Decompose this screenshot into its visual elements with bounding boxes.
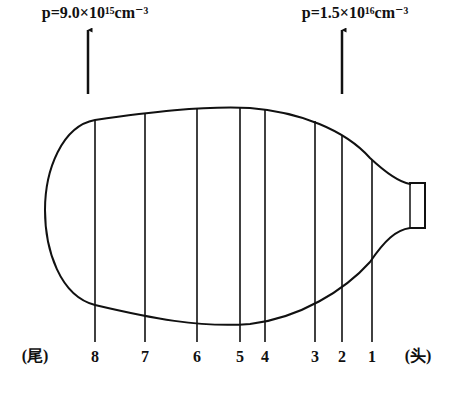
pointer-arrow xyxy=(87,30,90,94)
callout-number: 3 xyxy=(311,348,319,366)
section-lines xyxy=(95,108,372,342)
ingot-outline xyxy=(45,108,425,325)
callout-number: 4 xyxy=(261,348,269,366)
callout-number: 1 xyxy=(368,348,376,366)
end-label: (尾) xyxy=(22,347,49,365)
section-line xyxy=(144,113,146,342)
callout-number: 6 xyxy=(193,348,201,366)
callout-number: 5 xyxy=(236,348,244,366)
section-line xyxy=(264,109,266,342)
section-line xyxy=(341,135,343,342)
concentration-label: p=1.5×10¹⁶cm⁻³ xyxy=(302,4,408,22)
callout-number: 7 xyxy=(141,348,149,366)
end-label: (头) xyxy=(405,347,432,365)
pointer-arrow xyxy=(341,30,344,94)
concentration-label: p=9.0×10¹⁵cm⁻³ xyxy=(42,4,148,22)
section-line xyxy=(94,120,96,342)
callout-number: 8 xyxy=(91,348,99,366)
neck-edge xyxy=(409,184,411,228)
section-line xyxy=(196,108,198,342)
section-line xyxy=(314,121,316,342)
callout-number: 2 xyxy=(338,348,346,366)
section-line xyxy=(371,160,373,342)
section-line xyxy=(239,108,241,342)
